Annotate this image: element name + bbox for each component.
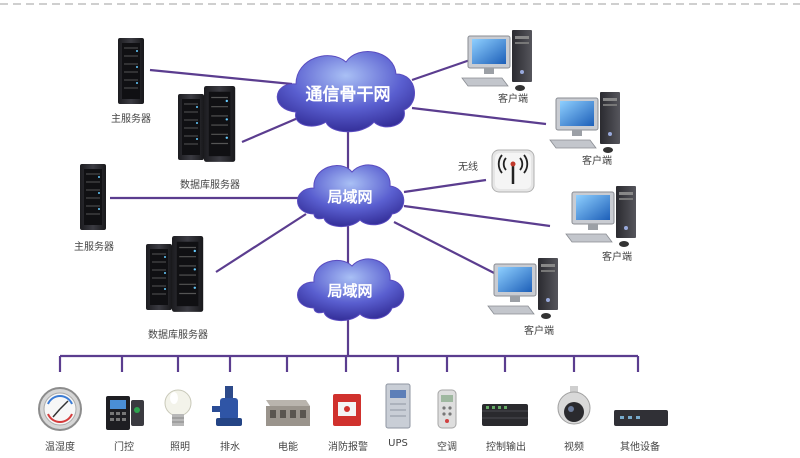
main-server-2-icon [79, 163, 107, 231]
fire-alarm-icon [333, 394, 361, 426]
power-meter-icon [266, 400, 310, 426]
air-conditioner-icon [437, 389, 457, 429]
connection-lines [58, 58, 640, 372]
device-label-control-output: 控制输出 [486, 442, 526, 453]
lan-cloud-lower: 局域网 [297, 258, 405, 321]
camera-icon [557, 386, 591, 425]
client-4-label: 客户端 [524, 326, 554, 337]
client-4-icon [487, 257, 559, 320]
device-label-drainage: 排水 [220, 442, 240, 453]
device-label-video: 视频 [564, 442, 584, 453]
device-label-lighting: 照明 [170, 442, 190, 453]
main-server-1-label: 主服务器 [111, 114, 151, 125]
lan-cloud-lower-label: 局域网 [326, 282, 372, 300]
client-2-label: 客户端 [582, 156, 612, 167]
door-access-icon [106, 396, 144, 430]
drain-pump-icon [212, 386, 242, 426]
database-server-1-icon [177, 85, 236, 163]
lan-cloud-upper: 局域网 [297, 164, 405, 227]
client-1-icon [461, 29, 533, 92]
database-server-2-label: 数据库服务器 [148, 330, 208, 341]
other-device-icon [614, 410, 668, 426]
light-bulb-icon [164, 389, 192, 426]
backbone-cloud: 通信骨干网 [276, 51, 415, 133]
lan-cloud-upper-label: 局域网 [326, 188, 372, 206]
database-server-1-label: 数据库服务器 [180, 180, 240, 191]
main-server-2-label: 主服务器 [74, 242, 114, 253]
ups-icon [385, 383, 411, 429]
device-label-thermo-hygrometer: 温湿度 [45, 442, 75, 453]
device-label-other: 其他设备 [620, 442, 660, 453]
device-label-door-access: 门控 [114, 442, 134, 453]
control-output-icon [482, 404, 528, 426]
device-label-fire-alarm: 消防报警 [328, 442, 368, 453]
database-server-2-icon [145, 235, 204, 313]
device-label-power: 电能 [278, 442, 298, 453]
client-2-icon [549, 91, 621, 154]
main-server-1-icon [117, 37, 145, 105]
client-1-label: 客户端 [498, 94, 528, 105]
thermo-hygrometer-icon [38, 387, 82, 431]
device-label-air-conditioner: 空调 [437, 442, 457, 453]
device-label-ups: UPS [388, 438, 408, 449]
wireless-label: 无线 [458, 162, 478, 173]
backbone-cloud-label: 通信骨干网 [306, 84, 391, 105]
client-3-label: 客户端 [602, 252, 632, 263]
wireless-ap-icon [491, 149, 535, 193]
client-3-icon [565, 185, 637, 248]
